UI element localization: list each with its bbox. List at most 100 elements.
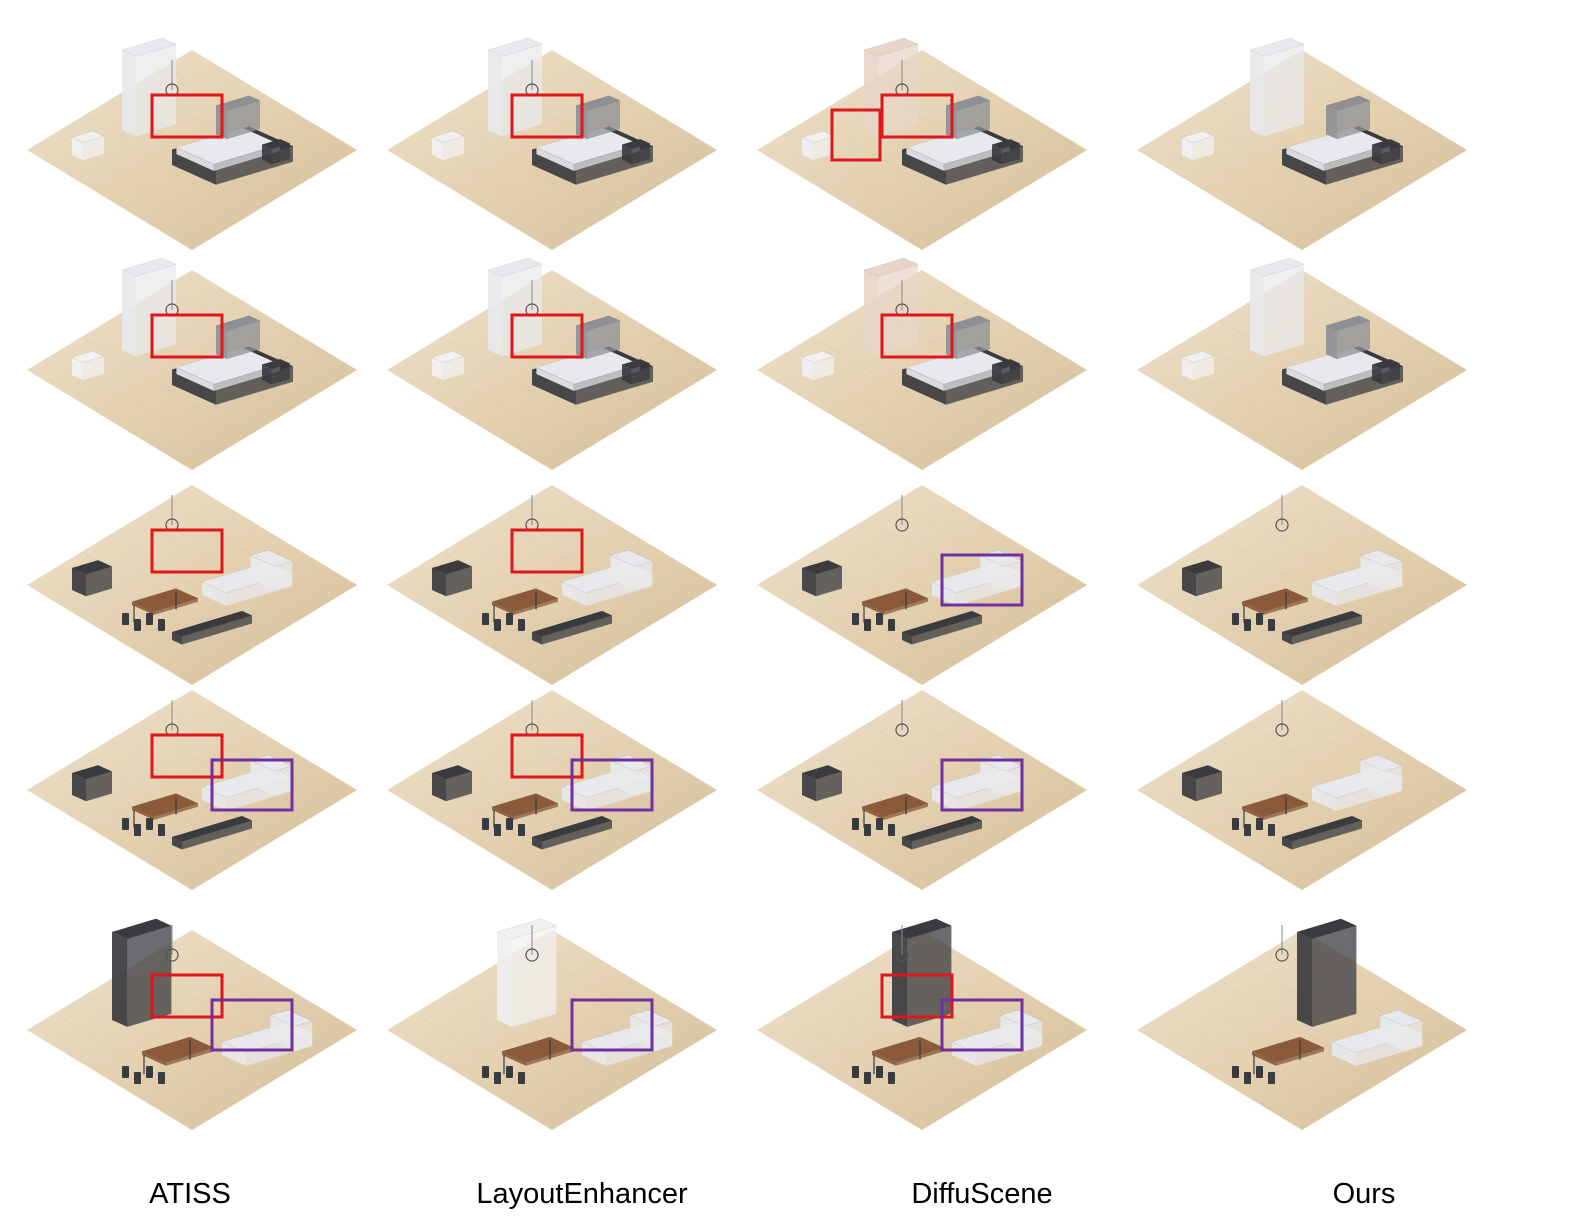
scene-tile-r5-c4 — [1137, 918, 1467, 1130]
floor-seam — [784, 1013, 950, 1114]
chair — [852, 1066, 859, 1078]
cabinet — [431, 350, 465, 381]
floor-seam — [496, 723, 663, 824]
chair — [888, 619, 895, 631]
error-box-purple — [210, 758, 294, 812]
sofa-back — [609, 549, 653, 591]
floor-seam — [1191, 116, 1358, 217]
chair — [518, 619, 525, 631]
error-box-red — [150, 93, 224, 139]
cabinet — [1371, 358, 1401, 385]
wardrobe — [863, 257, 919, 357]
tv-stand — [1281, 815, 1363, 850]
cabinet — [431, 559, 473, 597]
floor-seam — [414, 1013, 580, 1114]
scene-tile-r5-c2 — [387, 918, 717, 1130]
cabinet — [801, 764, 843, 802]
scene-tile-r3-c4 — [1137, 485, 1467, 685]
tv-stand — [901, 815, 983, 850]
bed-headboard — [575, 315, 621, 360]
chair — [122, 1066, 129, 1078]
wardrobe — [111, 918, 173, 1027]
chair — [146, 1066, 153, 1078]
bed-headboard — [215, 315, 261, 360]
chair — [158, 1072, 165, 1084]
pendant-lamp — [895, 723, 909, 737]
sofa-back — [1379, 1009, 1423, 1051]
floor-seam — [1274, 706, 1440, 807]
bed-headboard — [1325, 315, 1371, 360]
chair — [852, 818, 859, 830]
error-box-purple — [570, 758, 654, 812]
chair — [518, 1072, 525, 1084]
scene-tile-r4-c4 — [1137, 690, 1467, 890]
chair — [122, 613, 129, 625]
chair — [888, 824, 895, 836]
chair — [1268, 619, 1275, 631]
cabinet — [431, 764, 473, 802]
chair — [122, 818, 129, 830]
pendant-lamp — [1275, 518, 1289, 532]
chair — [1256, 613, 1263, 625]
scene-tile-r3-c3 — [757, 485, 1087, 685]
scene-tile-r4-c3 — [757, 690, 1087, 890]
floor-seam — [894, 501, 1060, 602]
cabinet — [1181, 764, 1223, 802]
chair — [158, 619, 165, 631]
error-box-purple — [940, 998, 1024, 1052]
scene-tile-r4-c2 — [387, 690, 717, 890]
sofa-back — [1359, 754, 1403, 796]
scene-tile-r2-c1 — [27, 257, 357, 470]
wardrobe — [496, 918, 558, 1027]
cabinet — [261, 138, 291, 165]
floor-seam — [1191, 336, 1358, 437]
cabinet — [801, 559, 843, 597]
floor-seam — [81, 336, 248, 437]
cabinet — [801, 130, 835, 161]
wardrobe — [121, 37, 177, 137]
pendant-lamp — [1275, 723, 1289, 737]
floor-seam — [1246, 518, 1413, 619]
error-box-red — [510, 528, 584, 574]
scene-tile-r3-c1 — [27, 485, 357, 685]
chair — [1256, 818, 1263, 830]
chair — [888, 1072, 895, 1084]
floor-seam — [524, 501, 690, 602]
error-box-red — [150, 528, 224, 574]
floor-seam — [54, 1013, 220, 1114]
cabinet — [71, 559, 113, 597]
column-label-layoutenhancer: LayoutEnhancer — [476, 1178, 688, 1210]
wardrobe — [1249, 37, 1305, 137]
chair — [876, 818, 883, 830]
chair — [1244, 824, 1251, 836]
scene-tile-r5-c1 — [27, 918, 357, 1130]
error-box-red — [510, 93, 584, 139]
chair — [852, 613, 859, 625]
floor-seam — [866, 723, 1033, 824]
scene-tile-r2-c3 — [757, 257, 1087, 470]
bed-headboard — [575, 95, 621, 140]
wardrobe — [1296, 918, 1358, 1027]
error-box-red — [880, 93, 954, 139]
floor-seam — [496, 518, 663, 619]
cabinet — [1181, 350, 1215, 381]
chair — [134, 1072, 141, 1084]
error-box-red — [150, 313, 224, 359]
chair — [1268, 824, 1275, 836]
chair — [482, 613, 489, 625]
sofa-back — [1359, 549, 1403, 591]
chair — [146, 818, 153, 830]
error-box-purple — [940, 553, 1024, 607]
scene-tile-r2-c4 — [1137, 257, 1467, 470]
error-box-red — [150, 973, 224, 1019]
chair — [864, 1072, 871, 1084]
floor-seam — [81, 116, 248, 217]
pendant-lamp — [895, 948, 909, 962]
pendant-lamp — [165, 948, 179, 962]
chair — [134, 619, 141, 631]
wardrobe — [863, 37, 919, 137]
cabinet — [621, 138, 651, 165]
scene-tile-r3-c2 — [387, 485, 717, 685]
chair — [134, 824, 141, 836]
